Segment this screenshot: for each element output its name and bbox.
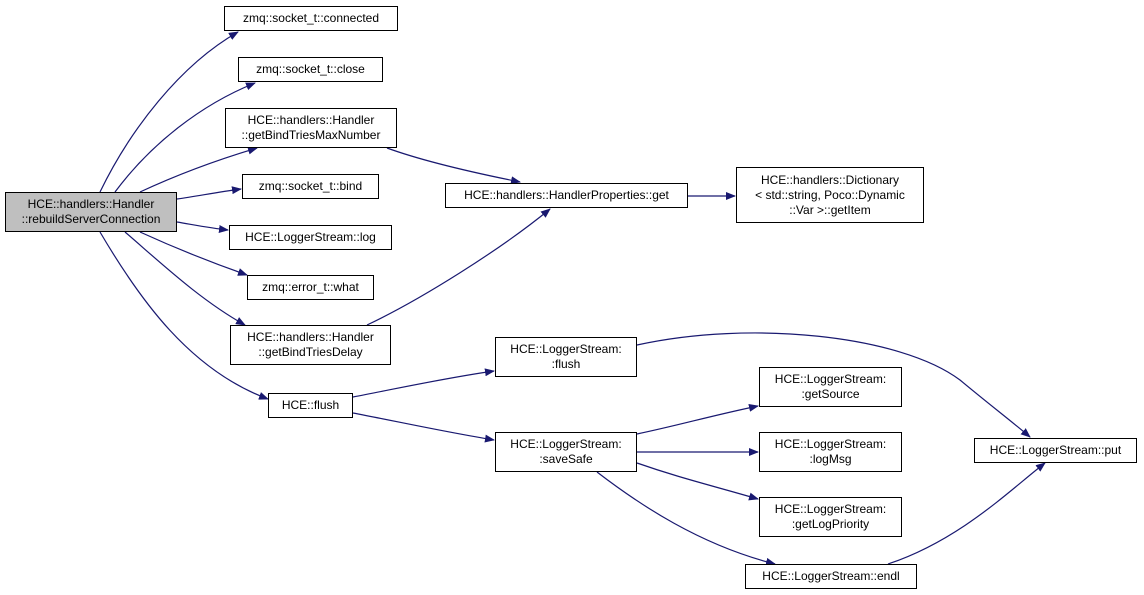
node-bind[interactable]: zmq::socket_t::bind [242,174,379,199]
node-dictionary-get-item-line3: ::Var >::getItem [789,202,871,217]
node-close[interactable]: zmq::socket_t::close [238,57,383,82]
node-save-safe-line2: :saveSafe [539,452,593,466]
node-connected-label: zmq::socket_t::connected [242,11,380,25]
node-get-bind-tries-delay-line2: ::getBindTriesDelay [258,345,363,359]
node-save-safe[interactable]: HCE::LoggerStream: :saveSafe [495,432,637,472]
node-get-log-priority-line2: :getLogPriority [791,517,870,531]
node-log-msg-line1: HCE::LoggerStream: [774,437,887,451]
edge-root-to-what [139,231,248,276]
node-get-log-priority-line1: HCE::LoggerStream: [774,502,887,516]
node-root-line1: HCE::handlers::Handler [27,197,155,211]
node-root: HCE::handlers::Handler ::rebuildServerCo… [5,192,177,232]
node-get-source-line1: HCE::LoggerStream: [774,372,887,386]
node-log-label: HCE::LoggerStream::log [245,230,376,244]
edge-root-to-hceFlush [99,231,269,400]
node-get-source-line2: :getSource [801,387,860,401]
edge-getBindTriesDelay-to-propGet [366,208,551,326]
node-what[interactable]: zmq::error_t::what [247,275,374,300]
node-endl-label: HCE::LoggerStream::endl [762,569,900,583]
node-dictionary-get-item[interactable]: HCE::handlers::Dictionary < std::string,… [736,167,924,223]
edge-saveSafe-to-endl [596,471,776,566]
edge-getBindTriesMaxNumber-to-propGet [386,147,521,185]
node-get-bind-tries-max-number-line1: HCE::handlers::Handler [247,113,375,127]
node-handler-properties-get[interactable]: HCE::handlers::HandlerProperties::get [445,183,688,208]
node-get-source[interactable]: HCE::LoggerStream: :getSource [759,367,902,407]
node-get-bind-tries-max-number[interactable]: HCE::handlers::Handler ::getBindTriesMax… [225,108,397,148]
edge-saveSafe-to-getLogPriority [636,462,759,501]
node-get-bind-tries-max-number-line2: ::getBindTriesMaxNumber [241,128,381,142]
edge-root-to-connected [99,31,239,193]
node-get-bind-tries-delay-line1: HCE::handlers::Handler [247,330,374,344]
node-log-msg[interactable]: HCE::LoggerStream: :logMsg [759,432,902,472]
node-get-bind-tries-delay[interactable]: HCE::handlers::Handler ::getBindTriesDel… [230,325,391,365]
node-log-msg-line2: :logMsg [809,452,852,466]
edge-endl-to-put [887,462,1046,565]
edge-root-to-bind [176,186,242,200]
node-logger-stream-flush-line2: :flush [551,357,581,371]
node-close-label: zmq::socket_t::close [256,62,365,76]
edge-saveSafe-to-getSource [636,403,759,435]
edge-lsFlush-to-put [636,332,1031,438]
node-hce-flush-label: HCE::flush [281,398,340,412]
edge-root-to-log [176,221,229,233]
node-put-label: HCE::LoggerStream::put [989,443,1122,457]
node-dictionary-get-item-line2: < std::string, Poco::Dynamic [755,187,905,202]
edge-hceFlush-to-saveSafe [352,412,495,443]
node-root-line2: ::rebuildServerConnection [21,212,161,226]
node-handler-properties-get-label: HCE::handlers::HandlerProperties::get [464,188,669,202]
node-logger-stream-flush[interactable]: HCE::LoggerStream: :flush [495,337,637,377]
node-dictionary-get-item-line1: HCE::handlers::Dictionary [760,172,900,187]
node-connected[interactable]: zmq::socket_t::connected [224,6,398,31]
node-save-safe-line1: HCE::LoggerStream: [510,437,622,451]
node-get-log-priority[interactable]: HCE::LoggerStream: :getLogPriority [759,497,902,537]
node-what-label: zmq::error_t::what [262,280,359,294]
node-endl[interactable]: HCE::LoggerStream::endl [745,564,917,589]
node-logger-stream-flush-line1: HCE::LoggerStream: [510,342,622,356]
node-hce-flush[interactable]: HCE::flush [268,393,353,418]
edge-hceFlush-to-lsFlush [352,368,495,398]
node-log[interactable]: HCE::LoggerStream::log [229,225,392,250]
edge-root-to-getBindTriesMaxNumber [139,146,258,193]
node-bind-label: zmq::socket_t::bind [258,179,363,193]
edge-root-to-close [114,82,256,193]
node-put[interactable]: HCE::LoggerStream::put [974,438,1137,463]
edge-root-to-getBindTriesDelay [124,231,246,326]
